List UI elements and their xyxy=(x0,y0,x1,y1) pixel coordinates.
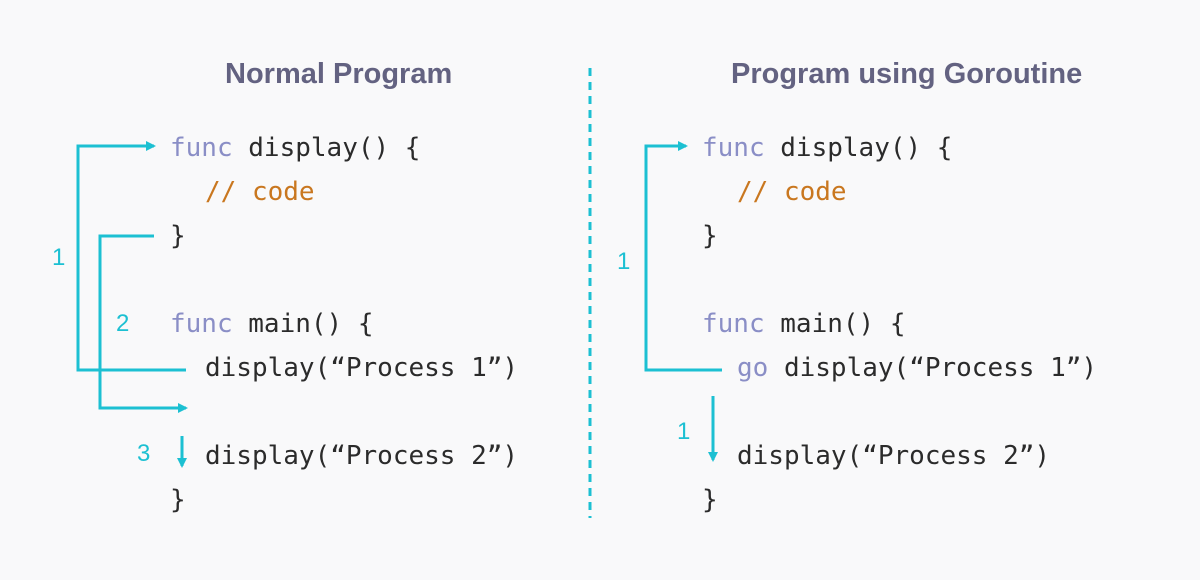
left-comment: // code xyxy=(205,177,315,207)
left-step-2-arrow-icon xyxy=(98,234,188,413)
right-step-1b-label: 1 xyxy=(677,418,691,445)
left-title: Normal Program xyxy=(225,58,453,90)
right-main-signature: func main() { xyxy=(702,302,906,346)
right-close-brace-1: } xyxy=(702,221,718,251)
left-display-decl: display() { xyxy=(232,133,421,163)
right-goroutine-call: go display(“Process 1”) xyxy=(737,346,1097,390)
right-go-keyword: go xyxy=(737,353,769,383)
right-func-keyword-2: func xyxy=(702,309,765,339)
left-func-keyword-1: func xyxy=(170,133,233,163)
left-step-2-label: 2 xyxy=(116,310,130,337)
left-display-signature: func display() { xyxy=(170,126,420,170)
left-call-1: display(“Process 1”) xyxy=(205,353,519,383)
right-call-2: display(“Process 2”) xyxy=(737,441,1051,471)
right-step-1-label: 1 xyxy=(617,248,631,275)
right-display-signature: func display() { xyxy=(702,126,952,170)
left-call-2: display(“Process 2”) xyxy=(205,441,519,471)
left-close-brace-2: } xyxy=(170,485,186,515)
right-func-keyword-1: func xyxy=(702,133,765,163)
left-main-signature: func main() { xyxy=(170,302,374,346)
left-main-decl: main() { xyxy=(232,309,374,339)
right-main-decl: main() { xyxy=(764,309,906,339)
right-title: Program using Goroutine xyxy=(731,58,1083,90)
right-display-decl: display() { xyxy=(764,133,953,163)
left-step-3-label: 3 xyxy=(137,440,151,467)
right-comment: // code xyxy=(737,177,847,207)
left-close-brace-1: } xyxy=(170,221,186,251)
left-func-keyword-2: func xyxy=(170,309,233,339)
left-step-1-label: 1 xyxy=(52,244,66,271)
right-call-1: display(“Process 1”) xyxy=(768,353,1098,383)
right-close-brace-2: } xyxy=(702,485,718,515)
right-step-1-arrow-icon xyxy=(644,141,722,372)
left-step-1-arrow-icon xyxy=(76,141,186,372)
